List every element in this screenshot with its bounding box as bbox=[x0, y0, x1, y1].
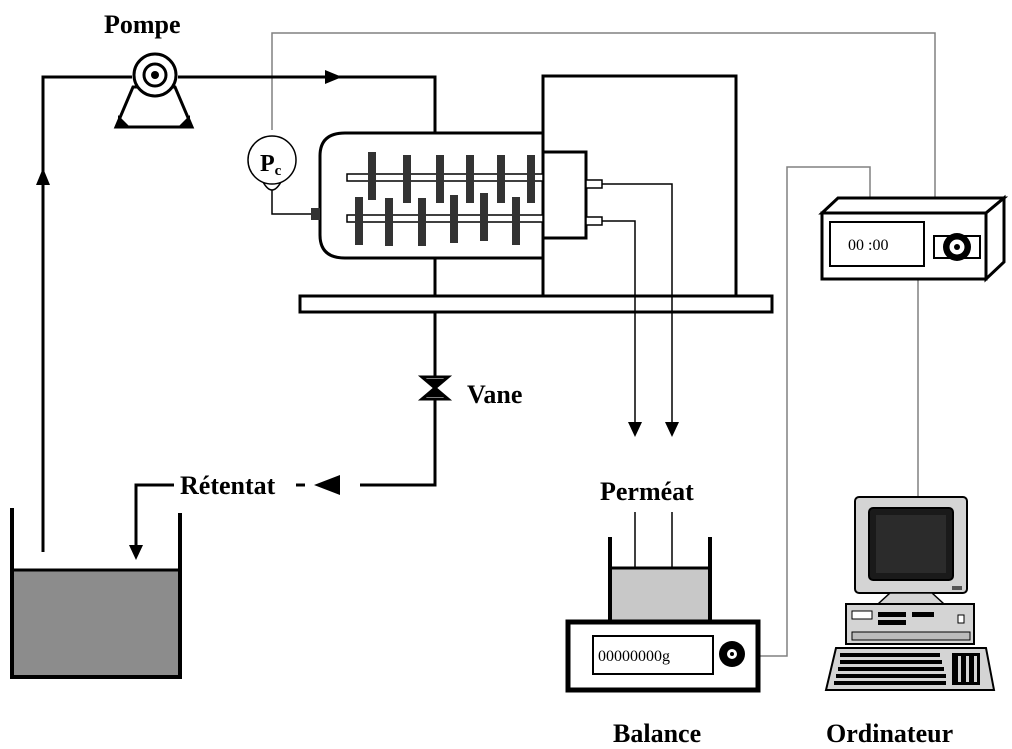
arrow-down-permeate-1 bbox=[628, 422, 642, 437]
arrow-right-feed bbox=[325, 70, 342, 84]
wire-controller-to-scale bbox=[758, 166, 871, 657]
fluid-circuit bbox=[41, 75, 437, 552]
shaft-top bbox=[346, 173, 544, 182]
bench bbox=[298, 294, 774, 314]
arrow-down-permeate-2 bbox=[665, 422, 679, 437]
computer bbox=[824, 496, 996, 691]
signal-wires bbox=[271, 32, 936, 657]
gauge-connection bbox=[271, 188, 312, 215]
pressure-gauge-label: Pc bbox=[260, 151, 282, 179]
permeate-container bbox=[608, 537, 712, 625]
timer-readout: 00 :00 bbox=[848, 237, 888, 254]
balance-display bbox=[592, 635, 714, 675]
wire-pressure-to-controller bbox=[271, 32, 936, 198]
feed-tank bbox=[10, 508, 182, 679]
valve-label: Vane bbox=[467, 380, 522, 409]
pump-label: Pompe bbox=[104, 10, 181, 39]
pump bbox=[113, 52, 195, 129]
pressure-gauge: Pc bbox=[247, 135, 297, 191]
gear-icon bbox=[943, 233, 971, 261]
valve-icon bbox=[417, 375, 453, 401]
timer-display bbox=[829, 221, 925, 267]
membrane-discs bbox=[355, 152, 535, 246]
flow-arrows bbox=[36, 70, 679, 560]
permeate-lines bbox=[602, 183, 673, 568]
module-vessel bbox=[318, 131, 545, 260]
timer-controller: 00 :00 bbox=[818, 194, 1009, 283]
balance-label: Balance bbox=[613, 719, 701, 748]
arrow-left-retentate bbox=[314, 475, 340, 495]
balance: 00000000g bbox=[565, 619, 761, 693]
membrane-module bbox=[298, 74, 774, 314]
retentate-drop-line bbox=[134, 483, 174, 548]
retentate-label: Rétentat bbox=[180, 471, 276, 500]
module-flange bbox=[541, 150, 588, 240]
arrow-up-feed bbox=[36, 168, 50, 185]
arrow-down-retentate bbox=[129, 545, 143, 560]
feed-line-left bbox=[41, 75, 132, 552]
shaft-bottom bbox=[346, 214, 544, 223]
balance-readout: 00000000g bbox=[598, 648, 670, 665]
tank-liquid bbox=[12, 570, 180, 677]
permeate-label: Perméat bbox=[600, 477, 694, 506]
computer-label: Ordinateur bbox=[826, 719, 953, 748]
feed-line-top bbox=[178, 75, 437, 133]
valve bbox=[417, 375, 453, 401]
retentate-line-return bbox=[360, 400, 437, 487]
